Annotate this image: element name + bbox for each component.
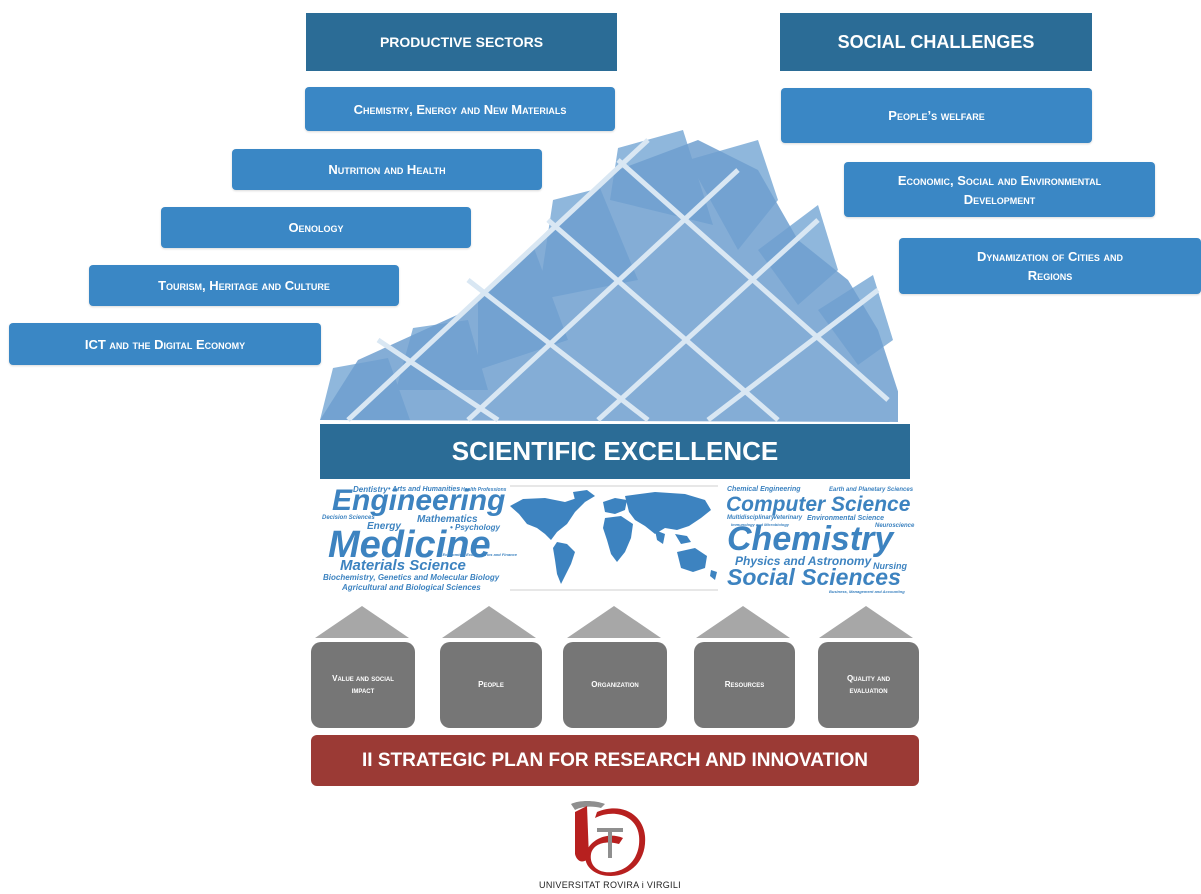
wc-neuro: Neuroscience: [875, 523, 915, 529]
wc-social: Social Sciences: [727, 564, 901, 590]
sector-oenology-box: Oenology: [161, 207, 471, 248]
social-challenges-header: SOCIAL CHALLENGES: [780, 13, 1092, 71]
wc-nursing: Nursing: [873, 561, 908, 571]
sector-nutrition-box: Nutrition and Health: [232, 149, 542, 190]
wc-physics: Physics and Astronomy: [735, 554, 872, 568]
productive-sectors-header: PRODUCTIVE SECTORS: [306, 13, 617, 71]
wc-vet: Veterinary: [773, 515, 803, 521]
wordcloud-right: Chemical Engineering Earth and Planetary…: [723, 482, 915, 594]
challenge-dynamization-box: Dynamization of Cities and Regions: [899, 238, 1201, 294]
wc-energy: Energy: [367, 521, 401, 532]
wc-business: Business, Management and Accounting: [829, 589, 905, 594]
pillar-resources: Resources: [694, 642, 795, 728]
pillar-organization: Organization: [563, 642, 667, 728]
wc-engineering: Engineering: [332, 484, 506, 517]
sector-chemistry-box: Chemistry, Energy and New Materials: [305, 87, 615, 131]
pillar-2-roof: [442, 606, 536, 638]
pillar-quality: Quality and evaluation: [818, 642, 919, 728]
wc-materials: Materials Science: [340, 557, 466, 574]
strategic-plan-banner: II STRATEGIC PLAN FOR RESEARCH AND INNOV…: [311, 735, 919, 786]
pillar-value: Value and social impact: [311, 642, 415, 728]
university-caption: UNIVERSITAT ROVIRA i VIRGILI: [539, 880, 681, 890]
wc-psychology: • Psychology: [450, 523, 500, 532]
pillar-4-roof: [696, 606, 790, 638]
pillar-1-roof: [315, 606, 409, 638]
wc-earth: Earth and Planetary Sciences: [829, 487, 914, 493]
scientific-excellence-banner: SCIENTIFIC EXCELLENCE: [320, 424, 910, 479]
wc-economics: • Economics, Econometrics and Finance: [440, 552, 517, 557]
challenge-welfare-box: People’s welfare: [781, 88, 1092, 143]
wc-chemistry: Chemistry: [727, 520, 894, 558]
pillar-5-roof: [819, 606, 913, 638]
challenge-development-box: Economic, Social and Environmental Devel…: [844, 162, 1155, 217]
wc-multi: Multidisciplinary: [727, 515, 775, 521]
wordcloud-left: Dentistry • Arts and Humanities • Health…: [320, 482, 517, 594]
wc-immuno: Immunology and Microbiology: [731, 522, 789, 527]
sector-ict-box: ICT and the Digital Economy: [9, 323, 321, 365]
wc-biochem: Biochemistry, Genetics and Molecular Bio…: [323, 573, 500, 582]
wc-env: Environmental Science: [807, 515, 885, 522]
wc-health: • Health Professions: [458, 487, 507, 493]
wc-cs: Computer Science: [726, 493, 911, 516]
wc-mathematics: Mathematics: [417, 514, 478, 525]
roof-graphic: [320, 130, 898, 422]
pillar-people: People: [440, 642, 542, 728]
wc-agri: Agricultural and Biological Sciences: [342, 583, 481, 592]
wc-chemeng: Chemical Engineering: [727, 486, 801, 493]
university-logo: [571, 801, 646, 876]
pillar-3-roof: [567, 606, 661, 638]
wc-dentistry: Dentistry: [353, 485, 388, 494]
wc-decision: Decision Sciences: [322, 515, 375, 521]
wc-medicine: Medicine: [328, 524, 491, 566]
world-map: [510, 485, 718, 591]
wc-arts: • Arts and Humanities: [388, 486, 461, 493]
sector-tourism-box: Tourism, Heritage and Culture: [89, 265, 399, 306]
